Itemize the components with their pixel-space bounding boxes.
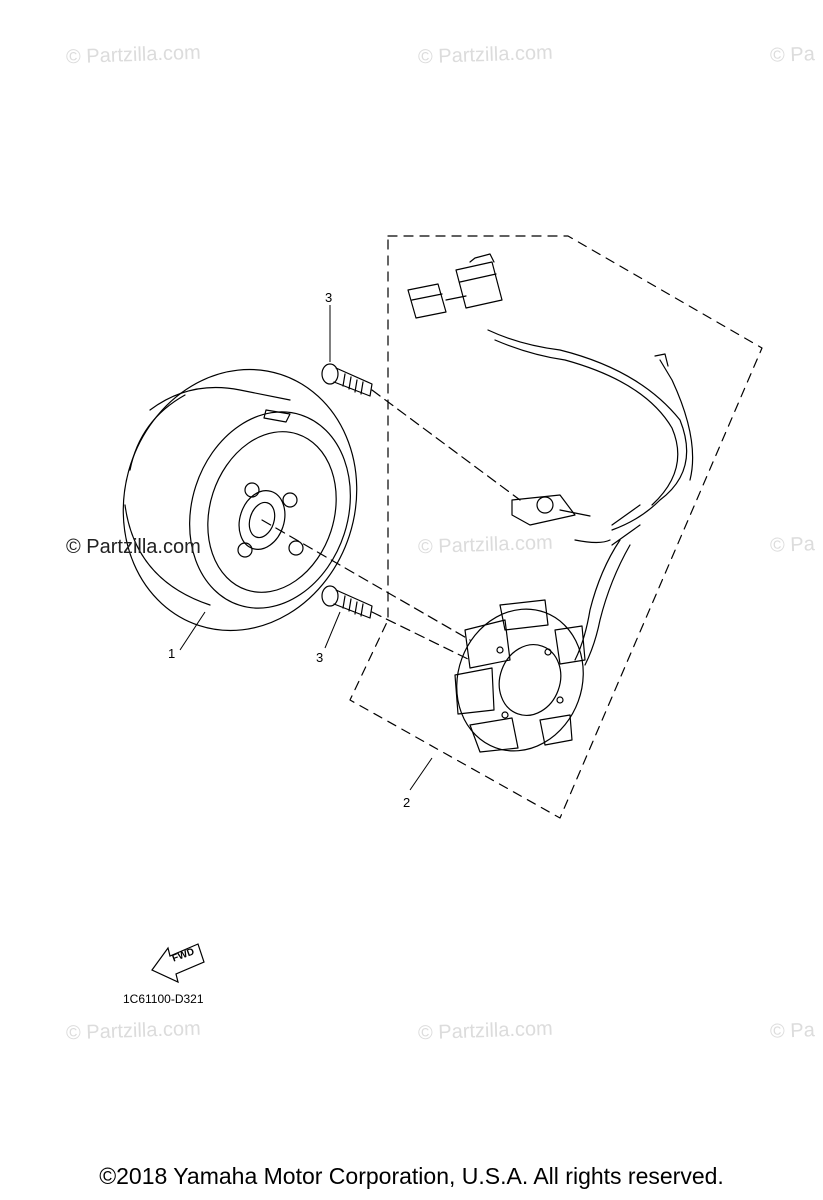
stator-part — [454, 599, 586, 753]
flywheel-part — [122, 368, 358, 632]
screw-upper-part — [321, 363, 373, 397]
callout-stator-assembly: 2 — [403, 795, 411, 810]
screw-lower-part — [321, 585, 373, 619]
wiring-harness — [487, 329, 694, 666]
watermark-overlay: © Partzilla.com — [66, 536, 201, 558]
callout-flywheel: 1 — [168, 646, 176, 661]
diagram-code: 1C61100-D321 — [123, 992, 204, 1006]
leader-line-1 — [179, 611, 206, 651]
callout-screw-upper: 3 — [325, 290, 333, 305]
leader-line-2 — [409, 757, 433, 791]
connector-small — [407, 283, 467, 319]
connector-large — [455, 253, 503, 309]
fwd-arrow-icon — [151, 943, 205, 984]
leader-line-3-lower — [324, 611, 341, 649]
copyright-footer: ©2018 Yamaha Motor Corporation, U.S.A. A… — [99, 1163, 724, 1189]
stator-assembly-boundary — [349, 235, 763, 819]
pickup-coil-part — [511, 494, 591, 526]
callout-screw-lower: 3 — [316, 650, 324, 665]
